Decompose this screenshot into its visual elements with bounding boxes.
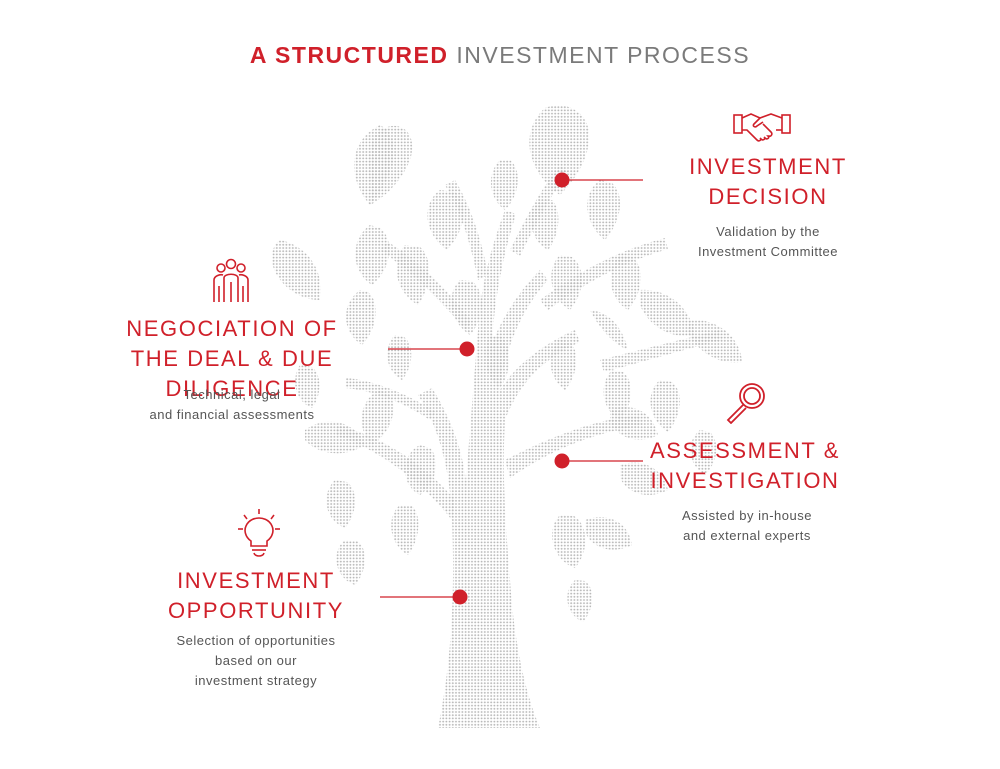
tree-leaf — [387, 335, 412, 380]
magnifier-icon — [726, 383, 765, 424]
marker-dot-assessment — [554, 453, 570, 469]
tree-leaf — [490, 160, 518, 210]
tree-leaf — [451, 280, 482, 335]
tree-leaf — [640, 289, 695, 336]
tree-branch — [600, 330, 722, 372]
team-icon — [213, 258, 249, 302]
description-line: Validation by the — [716, 224, 820, 239]
stage-heading-assessment: ASSESSMENT & INVESTIGATION — [640, 436, 850, 496]
heading-line: INVESTIGATION — [650, 468, 840, 493]
stage-heading-negociation: NEGOCIATION OF THE DEAL & DUE DILIGENCE — [62, 314, 402, 404]
tree-leaf — [336, 540, 366, 585]
tree-leaf — [688, 319, 742, 363]
tree-leaf — [567, 580, 593, 622]
tree-leaf — [295, 365, 320, 408]
stage-description-investment-opportunity: Selection of opportunities based on our … — [146, 631, 366, 691]
description-line: and financial assessments — [149, 407, 315, 422]
tree-leaf — [326, 480, 356, 528]
stage-heading-investment-decision: INVESTMENT DECISION — [668, 152, 868, 212]
tree-leaf — [587, 180, 621, 240]
description-line: Assisted by in-house — [682, 508, 812, 523]
stage-heading-investment-opportunity: INVESTMENT OPPORTUNITY — [156, 566, 356, 626]
tree-leaf — [427, 190, 464, 250]
page-title: A STRUCTURED INVESTMENT PROCESS — [0, 42, 1000, 69]
tree-leaf — [361, 390, 394, 445]
tree-leaf — [345, 290, 376, 345]
description-line: investment strategy — [194, 673, 318, 688]
tree-leaf — [405, 445, 436, 495]
tree-leaf — [369, 125, 413, 205]
description-line: Technical, legal — [183, 387, 281, 402]
tree-leaf — [585, 517, 632, 550]
tree-leaf — [531, 200, 559, 250]
description-line: Investment Committee — [697, 244, 839, 259]
heading-line: INVESTMENT — [177, 568, 335, 593]
stage-description-investment-decision: Validation by the Investment Committee — [668, 222, 868, 262]
tree-leaf — [484, 335, 510, 388]
tree-leaf — [391, 505, 419, 555]
tree-leaf — [529, 105, 590, 195]
marker-dot-opportunity — [452, 589, 468, 605]
title-accent: A STRUCTURED — [249, 42, 449, 68]
heading-line: THE DEAL & DUE DILIGENCE — [130, 346, 334, 401]
tree-leaf — [271, 240, 321, 300]
tree-leaf — [550, 340, 577, 390]
tree-leaf — [620, 462, 668, 495]
description-line: Selection of opportunities — [176, 633, 336, 648]
marker-dot-negociation — [459, 341, 475, 357]
connectors — [380, 172, 643, 605]
title-rest: INVESTMENT PROCESS — [448, 42, 751, 68]
tree-leaf — [590, 310, 628, 350]
stage-description-negociation: Technical, legal and financial assessmen… — [132, 385, 332, 425]
handshake-icon — [733, 113, 791, 142]
lightbulb-icon — [238, 509, 280, 557]
stage-description-assessment: Assisted by in-house and external expert… — [647, 506, 847, 546]
tree-leaf — [552, 515, 586, 568]
description-line: based on our — [215, 653, 297, 668]
heading-line: INVESTMENT — [689, 154, 847, 179]
tree-leaf — [355, 225, 390, 285]
tree-leaf — [650, 380, 680, 432]
tree-leaf — [551, 255, 582, 310]
heading-line: OPPORTUNITY — [167, 598, 345, 623]
tree-leaf — [690, 430, 717, 475]
tree-leaf — [610, 407, 658, 440]
tree-leaf — [610, 255, 642, 310]
description-line: and external experts — [683, 528, 811, 543]
marker-dot-decision — [554, 172, 570, 188]
tree-leaf — [396, 245, 430, 305]
tree-leaf — [305, 421, 365, 454]
tree-branch — [505, 415, 642, 478]
heading-line: NEGOCIATION OF — [126, 316, 338, 341]
heading-line: ASSESSMENT & — [650, 438, 840, 463]
heading-line: DECISION — [708, 184, 828, 209]
